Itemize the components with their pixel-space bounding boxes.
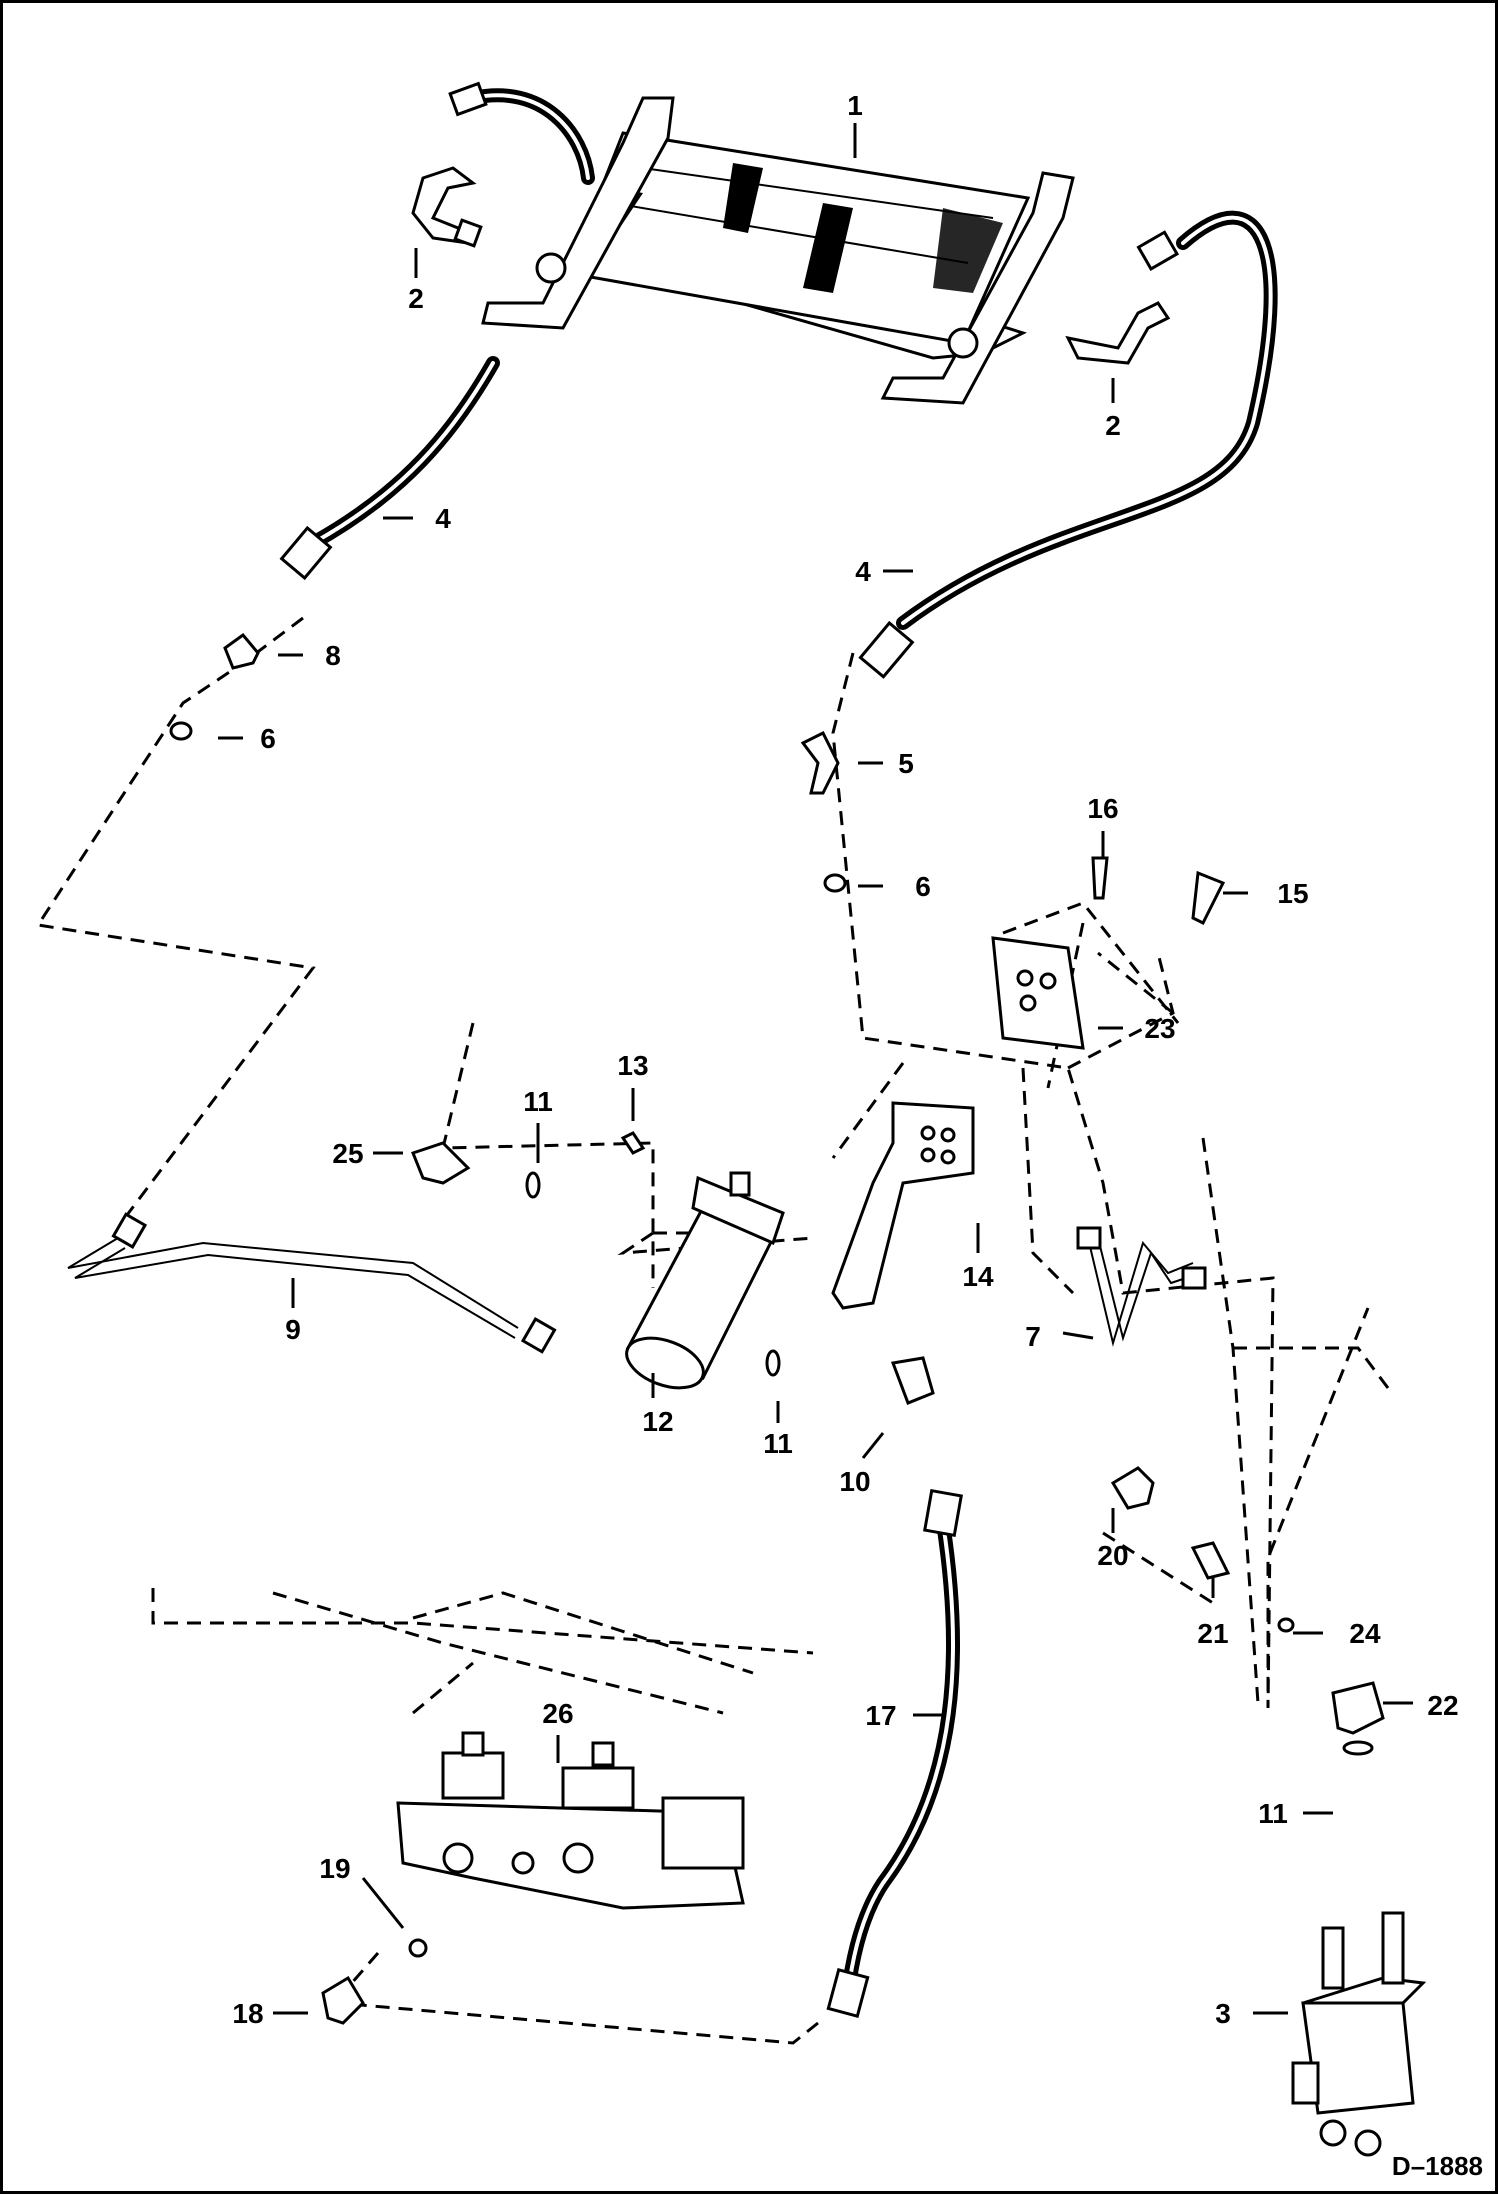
hose-17 [826, 1488, 963, 2019]
callout-3: 3 [1215, 1998, 1231, 2029]
o-ring-11-b [765, 1349, 781, 1377]
drawing-code: D–1888 [1392, 2151, 1483, 2181]
callout-22: 22 [1427, 1690, 1458, 1721]
callout-4-right: 4 [855, 556, 871, 587]
callout-18: 18 [232, 1998, 263, 2029]
elbow-10 [890, 1356, 935, 1405]
o-ring-6-right [823, 873, 847, 893]
hose-4-left [279, 356, 500, 581]
elbow-5 [800, 730, 840, 795]
callout-6-right: 6 [915, 871, 931, 902]
adapter-8 [223, 632, 260, 670]
bolt-15 [1191, 870, 1226, 926]
o-ring-19 [408, 1938, 428, 1958]
elbow-20 [1110, 1466, 1155, 1510]
callout-10: 10 [839, 1466, 870, 1497]
callout-11-top: 11 [523, 1086, 553, 1117]
elbow-22 [1331, 1681, 1385, 1735]
callout-1: 1 [847, 90, 863, 121]
callout-23: 23 [1144, 1013, 1175, 1044]
callout-13: 13 [617, 1050, 648, 1081]
hose-upper-left [448, 81, 595, 185]
tube-fitting-left [411, 166, 483, 248]
callout-16: 16 [1087, 793, 1118, 824]
callout-11-bottom: 11 [1258, 1798, 1288, 1829]
callout-9: 9 [285, 1314, 301, 1345]
callout-21: 21 [1197, 1618, 1228, 1649]
o-ring-6-left [169, 721, 193, 741]
tube-fitting-right [1065, 301, 1171, 365]
callout-15: 15 [1277, 878, 1308, 909]
callout-12: 12 [642, 1406, 673, 1437]
tube-7 [1076, 1226, 1207, 1347]
callout-11-middle: 11 [763, 1428, 793, 1459]
callout-2-right: 2 [1105, 410, 1121, 441]
callout-6-left: 6 [260, 723, 276, 754]
o-ring-11-a [525, 1171, 541, 1199]
adapter-21 [1190, 1541, 1231, 1580]
hose-4-right [858, 210, 1278, 679]
callout-25: 25 [332, 1138, 363, 1169]
callout-24: 24 [1349, 1618, 1381, 1649]
tube-9 [67, 1212, 557, 1354]
hydraulic-oil-cooler-diagram: 1 2 2 4 4 5 6 6 8 16 15 23 13 11 25 14 9… [35, 81, 1483, 2181]
callout-19: 19 [319, 1853, 350, 1884]
o-ring-11-c [1342, 1740, 1374, 1756]
bolt-16 [1091, 856, 1109, 900]
callout-14: 14 [962, 1261, 994, 1292]
callout-20: 20 [1097, 1540, 1128, 1571]
callout-labels: 1 2 2 4 4 5 6 6 8 16 15 23 13 11 25 14 9… [232, 90, 1458, 2029]
callout-17: 17 [865, 1700, 896, 1731]
fitting-25 [411, 1141, 471, 1185]
callout-4-left: 4 [435, 503, 451, 534]
callout-5: 5 [898, 748, 914, 779]
valve-3 [1291, 1911, 1427, 2157]
leader-lines [218, 123, 1413, 2015]
routing-lines [35, 616, 1390, 2045]
callout-7: 7 [1025, 1321, 1041, 1352]
callout-8: 8 [325, 640, 341, 671]
pump-26 [396, 1731, 745, 1910]
mounting-plate-23 [991, 936, 1085, 1050]
callout-2-left: 2 [408, 283, 424, 314]
fitting-18 [321, 1975, 365, 2025]
filter-12 [625, 1171, 785, 1390]
mounting-bracket-14 [831, 1101, 975, 1310]
o-ring-24 [1277, 1617, 1295, 1633]
oil-cooler [481, 96, 1075, 405]
bolt-13 [620, 1131, 646, 1155]
callout-26: 26 [542, 1698, 573, 1729]
